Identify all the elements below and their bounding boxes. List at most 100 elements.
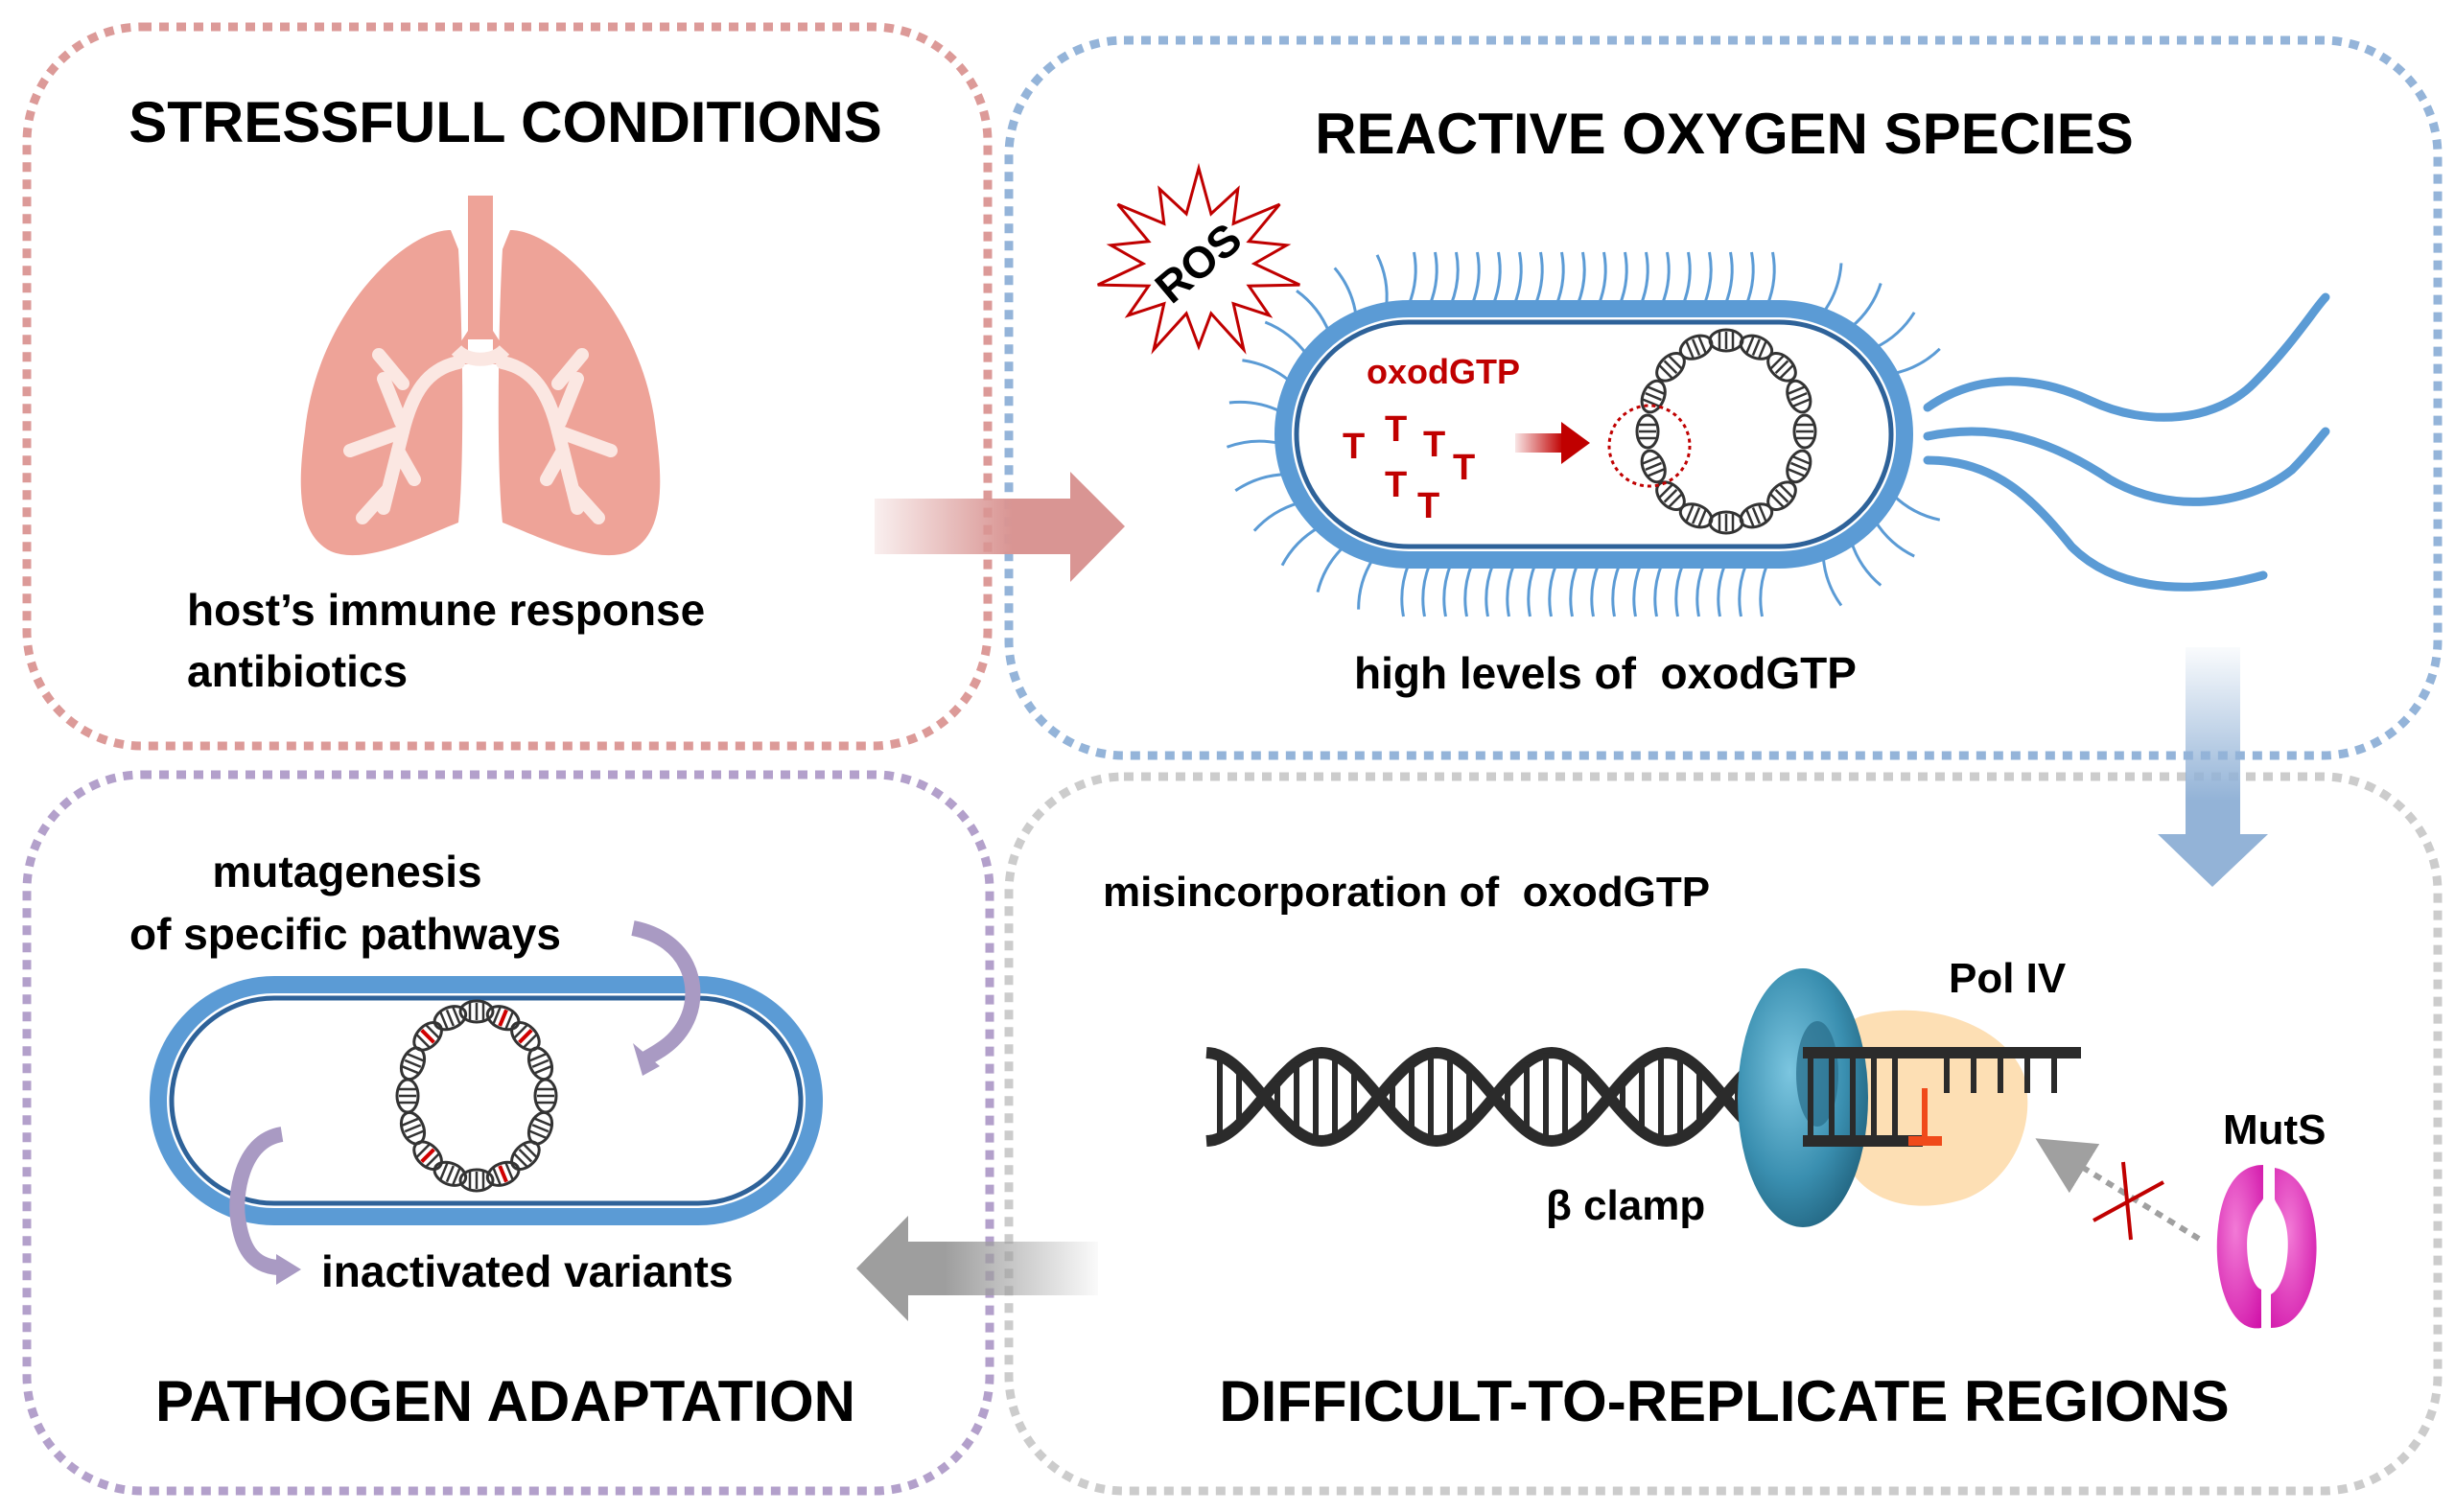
pilus (1316, 545, 1345, 593)
oxodgtp-nucleotides: T T T T T T (1343, 409, 1475, 526)
circular-chromosome-icon (1635, 328, 1817, 535)
panel-ros-title: REACTIVE OXYGEN SPECIES (1315, 102, 2134, 166)
flagella (1923, 292, 2330, 592)
panel-ros-border (1004, 35, 2443, 760)
damage-highlight-circle (1607, 404, 1692, 488)
pilus (1400, 563, 1411, 617)
pilus (1611, 563, 1622, 617)
pilus (1421, 563, 1432, 617)
helix-segment (433, 1005, 468, 1032)
nucleotide-t: T (1423, 425, 1445, 465)
pilus (1252, 501, 1299, 532)
ros-caption: high levels of oxodGTP (1354, 648, 1857, 698)
pilus (1874, 520, 1915, 558)
stress-caption-antibiotics: antibiotics (187, 646, 408, 696)
pilus (1681, 251, 1692, 306)
pilus (1653, 563, 1664, 617)
nucleotide-t: T (1417, 486, 1439, 526)
pilus (1892, 347, 1941, 376)
flow-arrow-right (875, 472, 1125, 582)
mutated-bacterium-icon (150, 976, 823, 1225)
panel-stress-border (22, 22, 993, 751)
pilus (1892, 494, 1941, 522)
nucleotide-t: T (1385, 409, 1407, 450)
pilus (1512, 251, 1523, 306)
curved-arrow-inactivated (229, 1127, 301, 1285)
pilus (1765, 251, 1776, 306)
muts-icon (2216, 1165, 2317, 1329)
pilus (1874, 312, 1916, 350)
helix-segment (485, 1160, 521, 1187)
blocked-x-icon (2093, 1161, 2164, 1241)
pilus (1407, 251, 1417, 306)
pilus (1821, 555, 1843, 607)
curved-arrow-mutagenesis (631, 920, 701, 1076)
incorporation-arrow (1515, 422, 1590, 464)
pilus (1533, 251, 1544, 306)
beta-clamp-icon (1738, 968, 1868, 1227)
pilus (1702, 251, 1713, 306)
helix-segment (1640, 449, 1667, 484)
misincorporation-label: misincorporation of oxodGTP (1103, 869, 1710, 916)
panel-replication-border (1004, 772, 2443, 1496)
pilus (1759, 563, 1769, 617)
pilus (1506, 563, 1516, 617)
dna-strand (1205, 1046, 1763, 1148)
pilus (1576, 251, 1586, 306)
nucleotide-t: T (1453, 448, 1475, 488)
panel-stress-title: STRESSFULL CONDITIONS (129, 90, 882, 154)
ros-burst-icon: ROS (1097, 162, 1300, 355)
helix-segment (1786, 449, 1812, 484)
pilus (1296, 290, 1331, 334)
helix-segment (485, 1005, 521, 1032)
pilus (1597, 251, 1607, 306)
helix-segment (1766, 351, 1797, 383)
adaptation-caption-mutagenesis: mutagenesis (212, 847, 481, 896)
pilus (1428, 251, 1438, 306)
pilus (1738, 563, 1748, 617)
panel-adaptation-border (22, 770, 994, 1496)
adaptation-caption-inactivated: inactivated variants (321, 1246, 734, 1296)
pilus (1555, 251, 1565, 306)
blocked-access-arrow (2035, 1138, 2201, 1242)
dna-strand (1205, 1046, 1763, 1148)
pilus (1695, 563, 1706, 617)
helix-segment (412, 1020, 443, 1052)
nucleotide-t: T (1343, 427, 1365, 467)
adaptation-caption-pathways: of specific pathways (129, 909, 561, 959)
pilus (1723, 251, 1734, 306)
helix-segment (510, 1140, 541, 1172)
pilus (1639, 251, 1649, 306)
helix-segment (1640, 379, 1667, 414)
lungs-icon (300, 196, 661, 556)
pilus (1357, 557, 1375, 610)
helix-segment (1792, 413, 1817, 450)
panel-replication-title: DIFFICULT-TO-REPLICATE REGIONS (1219, 1369, 2229, 1433)
pilus (1242, 359, 1292, 384)
muts-label: MutS (2223, 1106, 2326, 1153)
pilus (1744, 251, 1755, 306)
pilus (1264, 320, 1308, 356)
pilus (1228, 400, 1282, 413)
pilus (1618, 251, 1628, 306)
helix-segment (433, 1160, 468, 1187)
pilus (1850, 283, 1882, 329)
helix-segment (1655, 480, 1686, 512)
mutated-chromosome-icon (395, 999, 558, 1193)
bacterium-icon (1226, 251, 2330, 617)
panel-adaptation-title: PATHOGEN ADAPTATION (155, 1369, 855, 1433)
pilus (1442, 563, 1453, 617)
oxodgtp-label: oxodGTP (1367, 352, 1520, 391)
helix-segment (1786, 379, 1812, 414)
pilus (1548, 563, 1558, 617)
pilus (1632, 563, 1643, 617)
pilus (1449, 251, 1460, 306)
pilus (1527, 563, 1537, 617)
helix-segment (526, 1110, 554, 1146)
helix-segment (1635, 413, 1660, 450)
pilus (1375, 254, 1389, 308)
pilus (1590, 563, 1601, 617)
helix-segment (458, 999, 495, 1024)
pilus (1333, 267, 1358, 316)
nucleotide-t: T (1385, 465, 1407, 505)
